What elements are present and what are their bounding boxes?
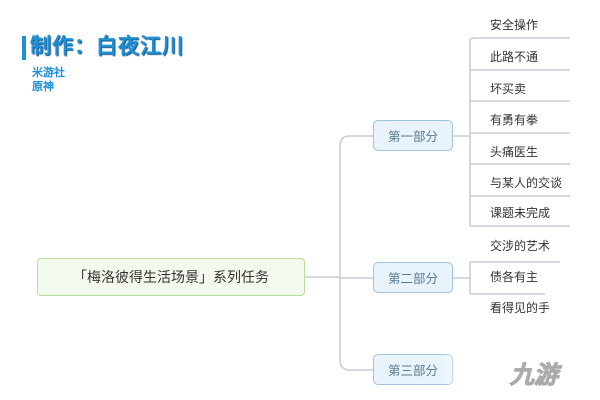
leaf-node[interactable]: 交涉的艺术 [490,239,551,253]
game-label: 原神 [32,80,54,93]
root-node[interactable]: 「梅洛彼得生活场景」系列任务 [37,258,305,296]
part-node-3[interactable]: 第三部分 [373,354,453,385]
watermark-logo: 九游 [510,355,559,390]
page-title: 制作：白夜江川 [30,34,184,58]
leaf-node[interactable]: 坏买卖 [490,82,527,96]
leaf-node[interactable]: 安全操作 [490,18,539,32]
part-node-1[interactable]: 第一部分 [373,120,453,151]
watermark-overlay [440,320,600,400]
leaf-node[interactable]: 课题未完成 [490,206,551,220]
leaf-node[interactable]: 债各有主 [490,270,539,284]
leaf-node[interactable]: 有勇有拳 [490,113,539,127]
leaf-node[interactable]: 与某人的交谈 [490,176,563,190]
leaf-node[interactable]: 看得见的手 [490,301,551,315]
part-node-2[interactable]: 第二部分 [373,262,453,293]
leaf-node[interactable]: 头痛医生 [490,145,539,159]
leaf-node[interactable]: 此路不通 [490,50,539,64]
title-accent-bar [22,36,26,60]
source-label: 米游社 [32,66,65,79]
watermark-text: 九游 [510,361,559,390]
